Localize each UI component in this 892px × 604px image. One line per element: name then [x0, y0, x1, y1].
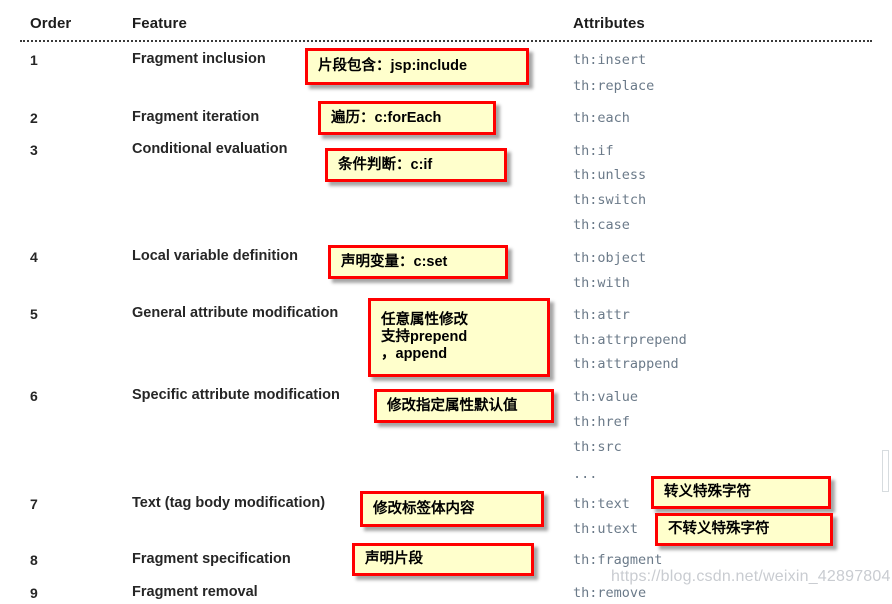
annotation-fragment-iteration: 遍历：c:forEach [318, 101, 496, 135]
annotation-line: 条件判断：c:if [338, 156, 433, 173]
column-header-attributes: Attributes [573, 15, 645, 32]
annotation-line: 修改标签体内容 [373, 500, 475, 517]
table-row-attribute-ellipsis: ... [573, 466, 598, 482]
table-row-feature: Specific attribute modification [132, 387, 340, 403]
table-row-order: 9 [30, 585, 38, 601]
scrollbar-thumb[interactable] [882, 450, 889, 492]
table-row-attribute: th:src [573, 439, 622, 455]
table-row-order: 3 [30, 142, 38, 158]
table-row-attribute: th:if [573, 143, 614, 159]
table-row-order: 1 [30, 52, 38, 68]
annotation-local-variable: 声明变量：c:set [328, 245, 508, 279]
annotation-general-attribute-modification: 任意属性修改 支持prepend ，append [368, 298, 550, 377]
annotation-line: 声明变量：c:set [341, 253, 448, 270]
annotation-line: 任意属性修改 [381, 312, 468, 328]
table-row-attribute: th:attr [573, 307, 630, 323]
annotation-escape-special-characters: 转义特殊字符 [651, 476, 831, 509]
table-row-attribute: th:utext [573, 521, 639, 537]
table-row-order: 5 [30, 306, 38, 322]
table-row-attribute: th:attrprepend [573, 332, 687, 348]
table-row-attribute: th:insert [573, 52, 647, 68]
table-row-attribute: th:object [573, 250, 647, 266]
table-row-attribute: th:case [573, 217, 630, 233]
column-header-order: Order [30, 15, 72, 32]
annotation-no-escape-special-characters: 不转义特殊字符 [655, 513, 833, 546]
table-row-feature: Fragment removal [132, 584, 258, 600]
annotation-line: 片段包含：jsp:include [318, 58, 468, 74]
annotation-line: 声明片段 [365, 551, 423, 567]
annotation-specific-attribute-modification: 修改指定属性默认值 [374, 389, 554, 423]
table-row-feature: Fragment specification [132, 551, 291, 567]
table-row-feature: Text (tag body modification) [132, 495, 326, 511]
table-row-attribute: th:value [573, 389, 639, 405]
annotation-line: 修改指定属性默认值 [387, 397, 518, 414]
table-row-attribute: th:fragment [573, 552, 663, 568]
watermark: https://blog.csdn.net/weixin_42897804 [611, 568, 891, 585]
annotation-text-body-modification: 修改标签体内容 [360, 491, 544, 527]
table-row-feature: Conditional evaluation [132, 141, 288, 157]
annotation-fragment-specification: 声明片段 [352, 543, 534, 576]
annotation-line: 转义特殊字符 [664, 484, 751, 500]
table-row-order: 7 [30, 496, 38, 512]
table-row-feature: General attribute modification [132, 305, 339, 321]
annotation-line: 遍历：c:forEach [331, 109, 442, 126]
annotation-line: ，append [381, 346, 448, 362]
table-row-order: 6 [30, 388, 38, 404]
table-row-attribute: th:each [573, 110, 630, 126]
table-row-attribute: th:href [573, 414, 630, 430]
table-row-order: 4 [30, 249, 38, 265]
table-row-attribute: th:with [573, 275, 630, 291]
annotation-line: 支持prepend [381, 329, 468, 345]
table-row-feature: Fragment inclusion [132, 51, 266, 67]
table-row-feature: Fragment iteration [132, 109, 260, 125]
table-row-attribute: th:text [573, 496, 630, 512]
table-row-attribute: th:switch [573, 192, 647, 208]
table-row-order: 8 [30, 552, 38, 568]
table-row-order: 2 [30, 110, 38, 126]
table-row-attribute: th:remove [573, 585, 647, 601]
column-header-feature: Feature [132, 15, 187, 32]
table-row-attribute: th:attrappend [573, 356, 679, 372]
table-row-attribute: th:unless [573, 167, 647, 183]
annotation-fragment-inclusion: 片段包含：jsp:include [305, 48, 529, 85]
annotation-line: 不转义特殊字符 [668, 521, 770, 537]
annotation-conditional-evaluation: 条件判断：c:if [325, 148, 507, 182]
table-row-feature: Local variable definition [132, 248, 298, 264]
table-row-attribute: th:replace [573, 78, 655, 94]
header-divider [20, 40, 872, 42]
